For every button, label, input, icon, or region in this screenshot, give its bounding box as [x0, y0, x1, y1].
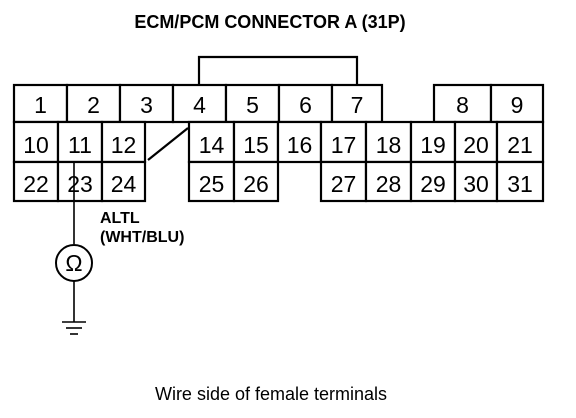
terminal-number-23: 23 — [67, 171, 93, 197]
terminal-number-8: 8 — [456, 92, 469, 118]
terminal-31 — [495, 160, 545, 203]
terminal-10 — [12, 120, 60, 164]
terminal-number-5: 5 — [246, 92, 259, 118]
terminal-3 — [118, 83, 175, 124]
terminal-number-22: 22 — [23, 171, 49, 197]
terminal-29 — [409, 160, 457, 203]
terminal-number-25: 25 — [199, 171, 225, 197]
terminal-26 — [232, 160, 280, 203]
terminal-number-24: 24 — [111, 171, 137, 197]
terminal-number-29: 29 — [420, 171, 446, 197]
terminal-24 — [100, 160, 147, 203]
terminal-8 — [432, 83, 493, 124]
terminal-number-10: 10 — [23, 132, 49, 158]
terminal-number-1: 1 — [34, 92, 47, 118]
terminal-number-4: 4 — [193, 92, 206, 118]
terminal-number-2: 2 — [87, 92, 100, 118]
connector-lock-tab — [197, 55, 359, 85]
terminal-17 — [319, 120, 368, 164]
diagram-caption: Wire side of female terminals — [155, 384, 387, 404]
terminal-number-18: 18 — [376, 132, 402, 158]
terminal-28 — [364, 160, 413, 203]
terminal-number-9: 9 — [511, 92, 524, 118]
ground-icon — [62, 321, 86, 335]
terminal-number-28: 28 — [376, 171, 402, 197]
terminal-18 — [364, 120, 413, 164]
empty-pin-slash — [147, 127, 189, 161]
terminal-number-26: 26 — [243, 171, 269, 197]
terminal-number-27: 27 — [331, 171, 357, 197]
terminal-22 — [12, 160, 60, 203]
ohm-symbol: Ω — [65, 250, 82, 276]
terminal-number-19: 19 — [420, 132, 446, 158]
terminal-number-17: 17 — [331, 132, 357, 158]
terminal-number-12: 12 — [111, 132, 137, 158]
terminal-number-6: 6 — [299, 92, 312, 118]
wire-label-color: (WHT/BLU) — [100, 229, 184, 246]
terminal-number-7: 7 — [351, 92, 364, 118]
wire-label-name: ALTL — [100, 210, 140, 227]
terminal-number-3: 3 — [140, 92, 153, 118]
terminal-number-30: 30 — [463, 171, 489, 197]
terminal-number-21: 21 — [507, 132, 533, 158]
terminal-20 — [453, 120, 499, 164]
terminal-number-16: 16 — [287, 132, 313, 158]
diagram-title: ECM/PCM CONNECTOR A (31P) — [134, 12, 405, 32]
terminal-number-14: 14 — [199, 132, 225, 158]
terminal-21 — [495, 120, 545, 164]
terminal-number-31: 31 — [507, 171, 533, 197]
terminal-number-15: 15 — [243, 132, 269, 158]
terminal-number-20: 20 — [463, 132, 489, 158]
terminal-number-11: 11 — [68, 132, 92, 158]
